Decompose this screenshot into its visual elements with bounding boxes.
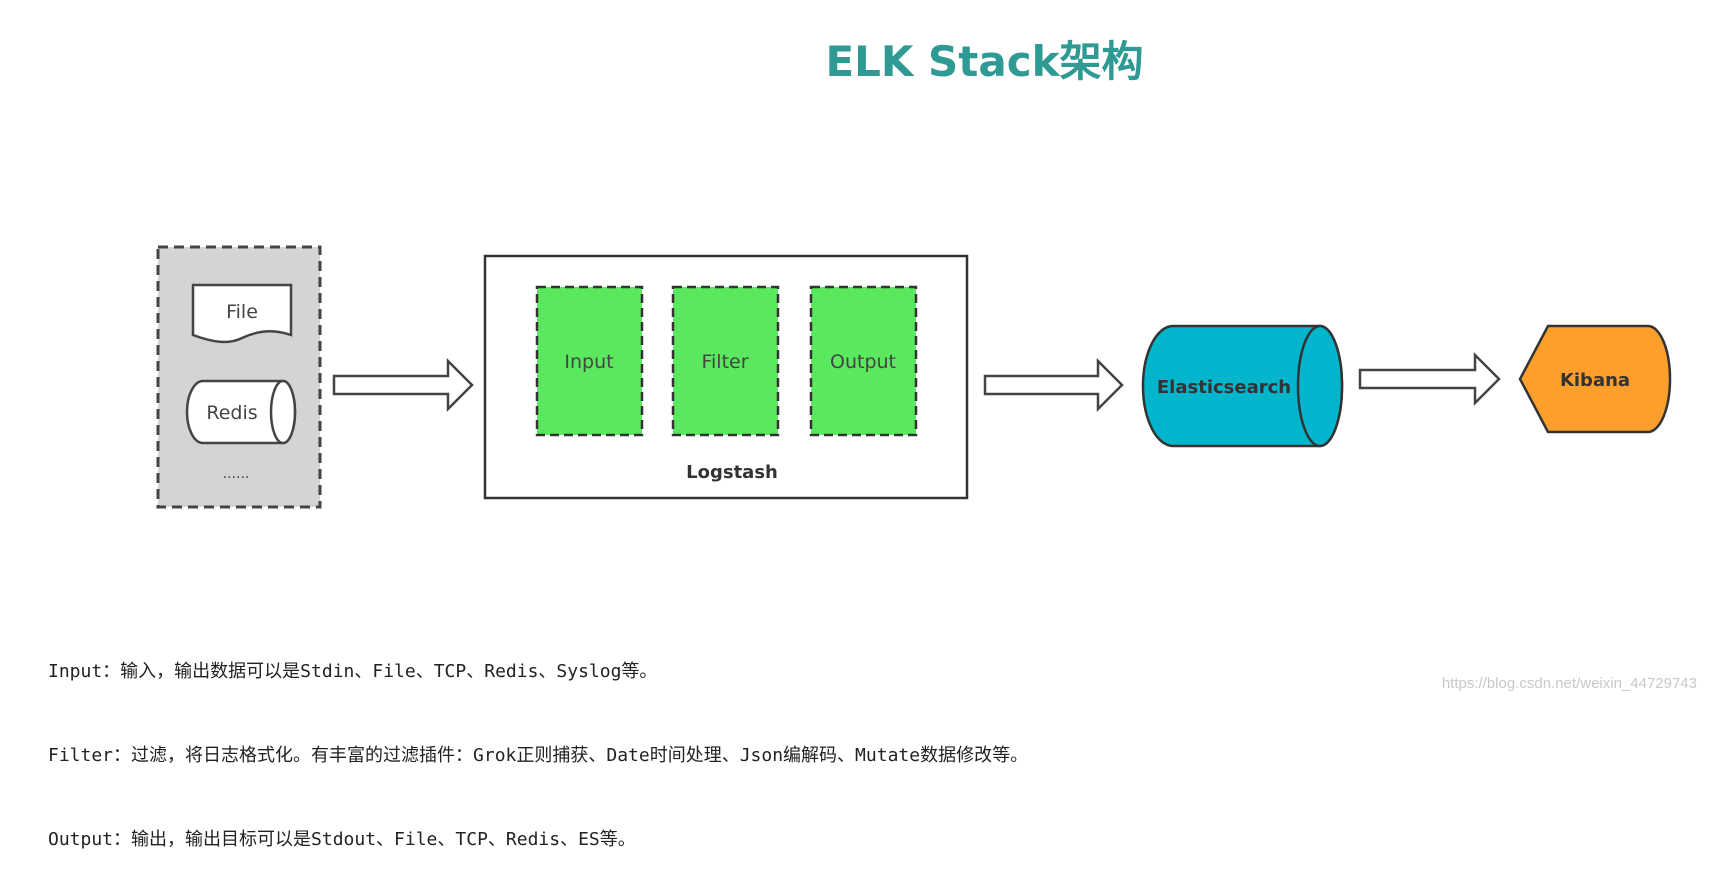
kibana-node: Kibana [1518,324,1672,434]
stage-output-label: Output [830,351,896,373]
logstash-box: Input Filter Output Logstash [483,254,969,500]
component-descriptions: Input：输入，输出数据可以是Stdin、File、TCP、Redis、Sys… [48,602,1028,882]
file-source: File [191,283,293,344]
stage-filter-label: Filter [701,351,748,373]
arrow-elasticsearch-to-kibana [1358,351,1501,407]
stage-filter: Filter [671,285,780,437]
stage-output: Output [809,285,918,437]
watermark: https://blog.csdn.net/weixin_44729743 [1441,675,1697,692]
filter-description: Filter：过滤，将日志格式化。有丰富的过滤插件：Grok正则捕获、Date时… [48,745,1029,766]
logstash-label: Logstash [686,462,778,483]
stage-input-label: Input [564,351,613,373]
redis-source: Redis [185,379,297,445]
sources-panel: File Redis ...... [156,245,322,509]
output-description: Output：输出，输出目标可以是Stdout、File、TCP、Redis、E… [48,829,636,850]
stage-input: Input [535,285,644,437]
redis-label: Redis [206,402,257,424]
diagram-title: ELK Stack架构 [825,37,1144,86]
arrow-logstash-to-elasticsearch [983,357,1124,413]
arrow-sources-to-logstash [332,357,474,413]
more-sources-ellipsis: ...... [223,466,250,482]
elk-architecture-diagram: File Redis ...... Input Filter Output Lo… [156,245,1672,509]
elasticsearch-node: Elasticsearch [1141,324,1344,448]
elasticsearch-label: Elasticsearch [1157,377,1291,398]
kibana-label: Kibana [1560,370,1630,391]
input-description: Input：输入，输出数据可以是Stdin、File、TCP、Redis、Sys… [48,661,658,682]
file-label: File [226,301,258,323]
